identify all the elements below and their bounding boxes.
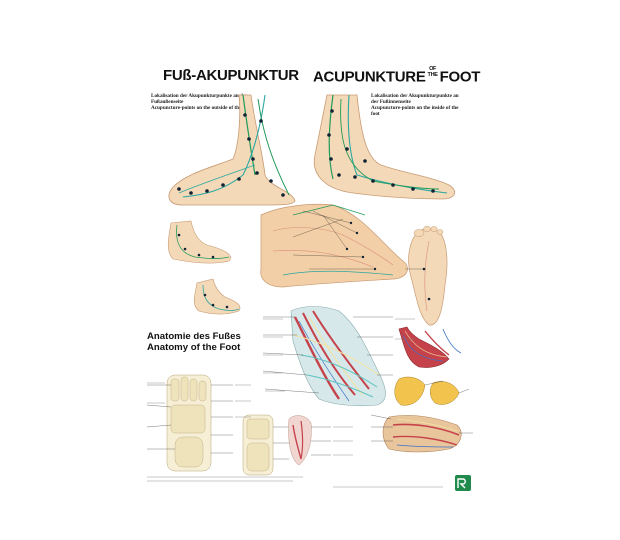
subtitle-left-english: Acupuncture-points on the outside of the…	[151, 105, 252, 111]
inner-foot-illustration	[313, 94, 456, 200]
poster-title-german: FUß-AKUPUNKTUR	[163, 67, 299, 84]
subtitle-left-german: Lokalisation der Akupunkturpunkte an der…	[151, 93, 248, 105]
anatomy-title-german: Anatomie des Fußes	[147, 331, 241, 342]
illegible-label-lines	[147, 318, 443, 488]
inner-foot-points	[327, 109, 435, 193]
foot-skeleton-top-view	[146, 374, 233, 472]
bony-foot-illustration	[260, 203, 408, 288]
bone-illustrations-right	[394, 376, 470, 406]
outer-foot-illustration	[168, 94, 296, 206]
title-word-foot: FOOT	[439, 68, 481, 86]
subtitle-right-english: Acupuncture-points on the inside of the …	[371, 105, 459, 117]
foot-tendons-illustration	[370, 414, 473, 453]
poster-illustrations	[146, 94, 473, 491]
foot-sole-illustration	[405, 225, 448, 326]
muscle-foot-illustration	[398, 326, 462, 368]
small-foot-inset-2	[193, 278, 241, 315]
publisher-logo	[455, 475, 471, 491]
outer-foot-points	[177, 113, 285, 197]
subtitle-right: Lokalisation der Akupunkturpunkte an der…	[371, 93, 467, 117]
title-word-of: OF	[429, 66, 437, 72]
foot-skeleton-side-view	[242, 414, 289, 476]
anatomy-section-title: Anatomie des Fußes Anatomy of the Foot	[147, 331, 241, 353]
subtitle-right-german: Lokalisation der Akupunkturpunkte an der…	[371, 93, 459, 105]
sole-muscle-illustration	[288, 415, 331, 466]
title-word-acupunkture: ACUPUNKTURE	[313, 68, 426, 86]
small-foot-inset-1	[167, 220, 231, 264]
foot-dissection-illustration	[262, 306, 393, 407]
anatomy-title-english: Anatomy of the Foot	[147, 342, 241, 353]
subtitle-left: Lokalisation der Akupunkturpunkte an der…	[151, 93, 261, 111]
title-word-the: THE	[427, 71, 438, 78]
